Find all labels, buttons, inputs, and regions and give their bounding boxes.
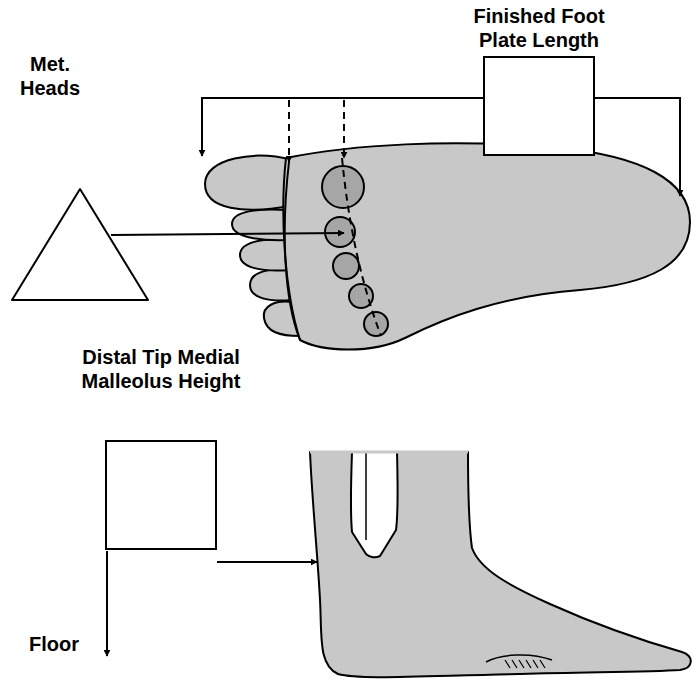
box-heading: Finished Foot Plate Length xyxy=(464,4,614,52)
foot-outline xyxy=(310,452,691,677)
box-heading: Distal Tip Medial Malleolus Height xyxy=(72,345,250,393)
foot-side xyxy=(310,452,691,677)
floor-label: Floor xyxy=(14,632,94,656)
sole xyxy=(283,143,690,349)
hatch-stroke xyxy=(533,660,538,668)
metatarsal-heads xyxy=(322,166,388,336)
leg-cut xyxy=(310,451,468,454)
square-shape xyxy=(483,56,595,156)
hatch-stroke xyxy=(505,660,510,668)
met-head-line xyxy=(342,158,381,336)
foot-sole xyxy=(205,143,690,349)
toe xyxy=(240,240,290,271)
hatch-stroke xyxy=(540,660,545,668)
box-heading: Met. Heads xyxy=(10,52,90,100)
tibia-line xyxy=(365,452,367,540)
hatch-stroke xyxy=(519,660,524,668)
toe-crease xyxy=(285,162,300,340)
triangle-shape xyxy=(10,187,150,302)
big-toe xyxy=(205,156,292,210)
triangle-outline xyxy=(12,189,148,300)
hatch-stroke xyxy=(512,660,517,668)
leader-lines xyxy=(107,551,317,656)
arch-hatch xyxy=(505,660,545,668)
square-shape xyxy=(105,440,217,550)
tibia xyxy=(351,452,398,557)
triangle-marker: Met. Heads xyxy=(10,52,150,302)
dimension-box: Distal Tip Medial Malleolus Height xyxy=(72,345,250,550)
toe xyxy=(232,209,288,240)
hatch-stroke xyxy=(526,660,531,668)
dimension-box: Finished Foot Plate Length xyxy=(464,4,614,156)
